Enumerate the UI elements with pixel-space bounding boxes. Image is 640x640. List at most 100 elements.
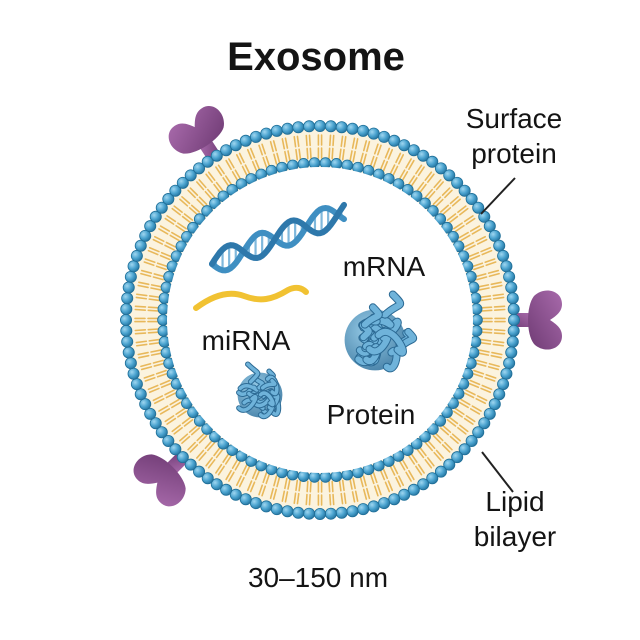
lipid-tail [475, 398, 487, 405]
lipid-tail [153, 235, 165, 242]
lipid-tail [144, 258, 156, 264]
lipid-tail [469, 225, 481, 232]
lipid-tail [480, 338, 492, 342]
lipid-tail [329, 134, 332, 147]
lipid-tail [254, 159, 261, 171]
lipid-tail [224, 454, 233, 465]
inner-lipid-head [209, 430, 221, 443]
lipid-tail [407, 454, 416, 465]
lipid-tail [341, 148, 345, 161]
lipid-tail [287, 150, 291, 162]
lipid-tail [459, 424, 469, 433]
lipid-tail [493, 329, 506, 332]
outer-lipid-head [335, 121, 348, 134]
lipid-tail [362, 475, 367, 487]
lipid-tail [215, 181, 224, 192]
lipid-tail [449, 435, 459, 444]
lipid-tail [190, 204, 201, 213]
lipid-tail [419, 446, 427, 457]
lipid-tail [235, 475, 242, 487]
lipid-tail [293, 492, 297, 505]
lipid-tail [490, 281, 502, 286]
lipid-tail [376, 484, 382, 496]
lipid-tail [491, 351, 503, 356]
lipid-tail [469, 254, 481, 261]
lipid-tail [238, 476, 245, 488]
outer-lipid-head [398, 139, 411, 152]
lipid-tail [410, 453, 418, 463]
lipid-tail [158, 405, 169, 412]
lipid-tail [366, 487, 371, 500]
lipid-tail [463, 241, 475, 248]
lipid-tail [433, 179, 442, 189]
protein-label: Protein [327, 399, 416, 430]
lipid-tail [204, 439, 213, 450]
lipid-bilayer-label-line2: bilayer [474, 521, 556, 552]
lipid-tail [487, 269, 500, 274]
outer-lipid-head [292, 121, 305, 134]
outer-lipid-head [417, 478, 430, 491]
outer-lipid-head [367, 500, 380, 513]
lipid-tail [150, 287, 162, 291]
lipid-tail [225, 469, 232, 481]
lipid-tail [296, 492, 300, 505]
inner-lipid-head [157, 303, 170, 315]
lipid-tail [481, 384, 493, 391]
outer-lipid-head [260, 127, 273, 140]
inner-lipid-head [419, 197, 431, 210]
lipid-tail [451, 433, 461, 442]
lipid-tail [196, 198, 206, 208]
outer-lipid-head [176, 451, 189, 464]
lipid-tail [415, 164, 423, 175]
lipid-tail [171, 207, 181, 216]
lipid-tail [398, 153, 405, 165]
outer-lipid-head [507, 303, 520, 316]
outer-lipid-head [139, 398, 152, 411]
lipid-tail [480, 298, 492, 302]
outer-lipid-head [120, 303, 133, 316]
lipid-tail [150, 352, 163, 356]
outer-lipid-head [239, 493, 252, 506]
lipid-tail [181, 215, 192, 224]
lipid-tail [284, 137, 289, 149]
lipid-tail [183, 419, 194, 427]
lipid-tail [472, 262, 484, 268]
lipid-tail [492, 343, 505, 347]
lipid-tail [398, 460, 406, 471]
lipid-tail [389, 164, 396, 175]
lipid-tail [222, 453, 230, 463]
lipid-tail [384, 147, 391, 159]
lipid-tail [477, 284, 490, 288]
lipid-tail [415, 465, 423, 476]
outer-lipid-head [130, 378, 143, 391]
lipid-tail [480, 387, 492, 394]
lipid-tail [479, 341, 492, 345]
outer-lipid-head [507, 313, 520, 326]
lipid-tail [251, 468, 258, 480]
lipid-tail [177, 222, 187, 230]
dna-strand [209, 204, 347, 274]
outer-lipid-head [451, 451, 464, 464]
outer-lipid-head [472, 201, 485, 214]
lipid-tail [439, 204, 450, 213]
lipid-tail [147, 306, 160, 309]
lipid-tail [147, 384, 159, 391]
outer-lipid-head [122, 346, 135, 359]
lipid-tail [382, 160, 389, 172]
lipid-tail [372, 156, 378, 168]
lipid-tail [457, 205, 467, 213]
surface-protein-head [528, 290, 562, 350]
mirna-strand-icon [193, 284, 309, 311]
lipid-tail [427, 457, 435, 467]
lipid-tail [382, 468, 389, 480]
outer-lipid-head [483, 407, 496, 420]
outer-lipid-head [458, 443, 471, 456]
lipid-tail [485, 261, 497, 267]
lipid-tail [196, 449, 205, 459]
lipid-tail [465, 389, 476, 396]
lipid-tail [480, 328, 493, 331]
lipid-tail [362, 488, 368, 500]
lipid-tail [407, 175, 416, 186]
lipid-tail [284, 150, 288, 163]
